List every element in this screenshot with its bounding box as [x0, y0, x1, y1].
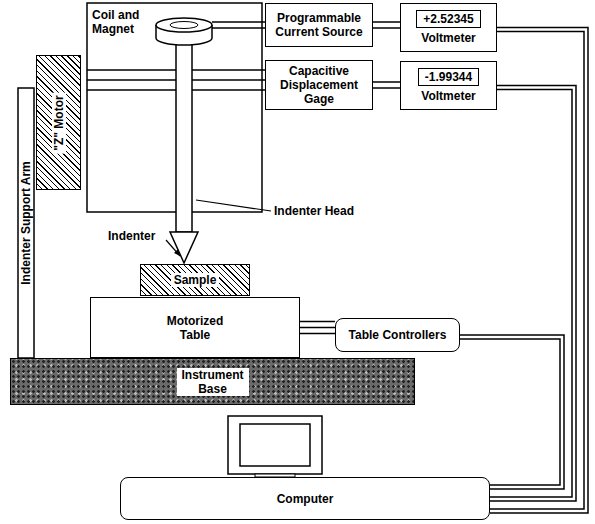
- readout-value: +2.52345: [416, 10, 480, 28]
- process-box: Capacitive Displacement Gage: [265, 60, 373, 110]
- part-label: Coil and Magnet: [92, 8, 154, 36]
- head-frame: [87, 3, 262, 212]
- magnet-top: [170, 22, 198, 29]
- leader-line: [166, 240, 180, 256]
- cable-strand: [490, 28, 588, 514]
- box-label: Programmable Current Source: [271, 11, 367, 39]
- cable-strand: [490, 32, 584, 510]
- readout-value: -1.99344: [418, 68, 479, 86]
- box-label: Voltmeter: [421, 89, 475, 103]
- support-arm: [18, 88, 34, 358]
- box-label: Computer: [277, 492, 334, 506]
- box-label: Instrument Base: [177, 368, 249, 396]
- signal-cable: [490, 28, 588, 514]
- leader-arrowhead: [174, 249, 180, 256]
- box-label: Voltmeter: [421, 31, 475, 45]
- voltmeter-box: +2.52345Voltmeter: [400, 3, 497, 52]
- box-label: "Z" Motor: [52, 92, 66, 153]
- indenter-tip: [170, 232, 198, 263]
- cable-strand: [373, 81, 400, 83]
- signal-cable: [300, 322, 335, 334]
- box-label: Capacitive Displacement Gage: [271, 64, 367, 106]
- monitor-case: [228, 416, 322, 474]
- leader-line: [196, 200, 271, 211]
- coil-wire: [212, 22, 265, 28]
- part-label: Indenter Head: [274, 204, 374, 218]
- cable-strand: [373, 87, 400, 89]
- box-label: Table Controllers: [349, 328, 447, 342]
- box-label: Motorized Table: [155, 314, 235, 342]
- cable-strand: [300, 333, 335, 335]
- box-label: Sample: [171, 273, 220, 287]
- base-band: Instrument Base: [10, 358, 415, 405]
- monitor-screen: [240, 424, 310, 466]
- controller-box: Table Controllers: [335, 318, 460, 352]
- table-box: Motorized Table: [90, 297, 300, 358]
- cable-strand: [460, 335, 564, 489]
- signal-cable: [460, 335, 564, 489]
- coil-top: [156, 18, 212, 32]
- indenter-shaft: [176, 40, 192, 232]
- voltmeter-box: -1.99344Voltmeter: [400, 61, 497, 110]
- cable-strand: [373, 27, 400, 29]
- cable-strand: [300, 327, 335, 329]
- signal-cable: [490, 86, 576, 502]
- part-label: Indenter: [108, 229, 168, 243]
- cable-strand: [490, 86, 576, 502]
- signal-cable: [373, 82, 400, 88]
- signal-cable: [373, 22, 400, 28]
- sample-box: Sample: [140, 264, 250, 296]
- cable-strand: [373, 21, 400, 23]
- cable-strand: [460, 339, 560, 485]
- process-box: Programmable Current Source: [265, 3, 373, 47]
- computer-box: Computer: [120, 477, 490, 520]
- motor-box: "Z" Motor: [36, 55, 81, 190]
- cable-strand: [300, 321, 335, 323]
- part-label: Indenter Support Arm: [19, 113, 33, 333]
